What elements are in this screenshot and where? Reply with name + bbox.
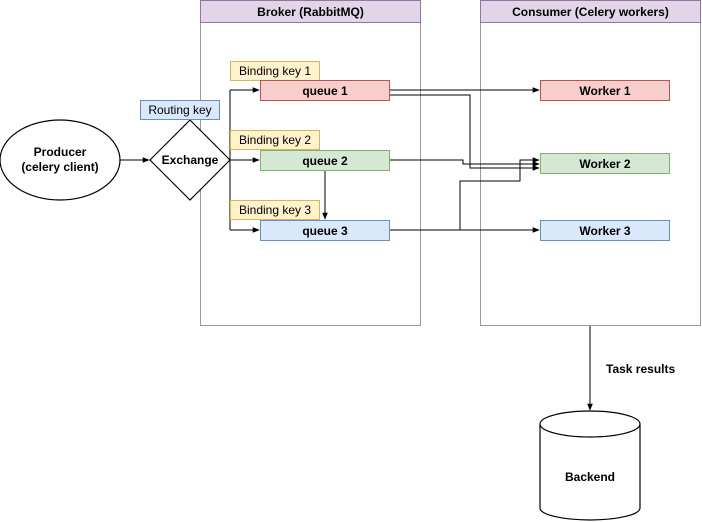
queue-2: queue 2	[260, 150, 390, 171]
consumer-title: Consumer (Celery workers)	[480, 0, 701, 23]
queue-3: queue 3	[260, 220, 390, 241]
routing-key-tag: Routing key	[140, 100, 220, 120]
producer-label: Producer (celery client)	[0, 140, 120, 180]
binding-key-3: Binding key 3	[230, 200, 320, 220]
queue2-to-worker2-arrow	[390, 159, 540, 167]
exchange-node	[149, 119, 231, 201]
backend-label: Backend	[564, 470, 616, 484]
producer-label-line2: (celery client)	[21, 160, 99, 174]
queue-1: queue 1	[260, 80, 390, 101]
worker-3: Worker 3	[540, 220, 670, 241]
worker-2: Worker 2	[540, 153, 670, 174]
broker-title: Broker (RabbitMQ)	[200, 0, 421, 23]
binding-key-1: Binding key 1	[230, 61, 320, 81]
consumer-panel	[480, 22, 701, 326]
queue1-to-worker2-arrow	[390, 94, 540, 171]
task-results-label: Task results	[606, 362, 676, 376]
binding-key-2: Binding key 2	[230, 130, 320, 150]
queue3-to-worker2-arrow	[459, 157, 540, 230]
backend-node	[539, 424, 641, 521]
producer-label-line1: Producer	[33, 145, 87, 159]
exchange-label: Exchange	[161, 153, 219, 167]
worker-1: Worker 1	[540, 80, 670, 101]
backend-top	[539, 410, 641, 438]
